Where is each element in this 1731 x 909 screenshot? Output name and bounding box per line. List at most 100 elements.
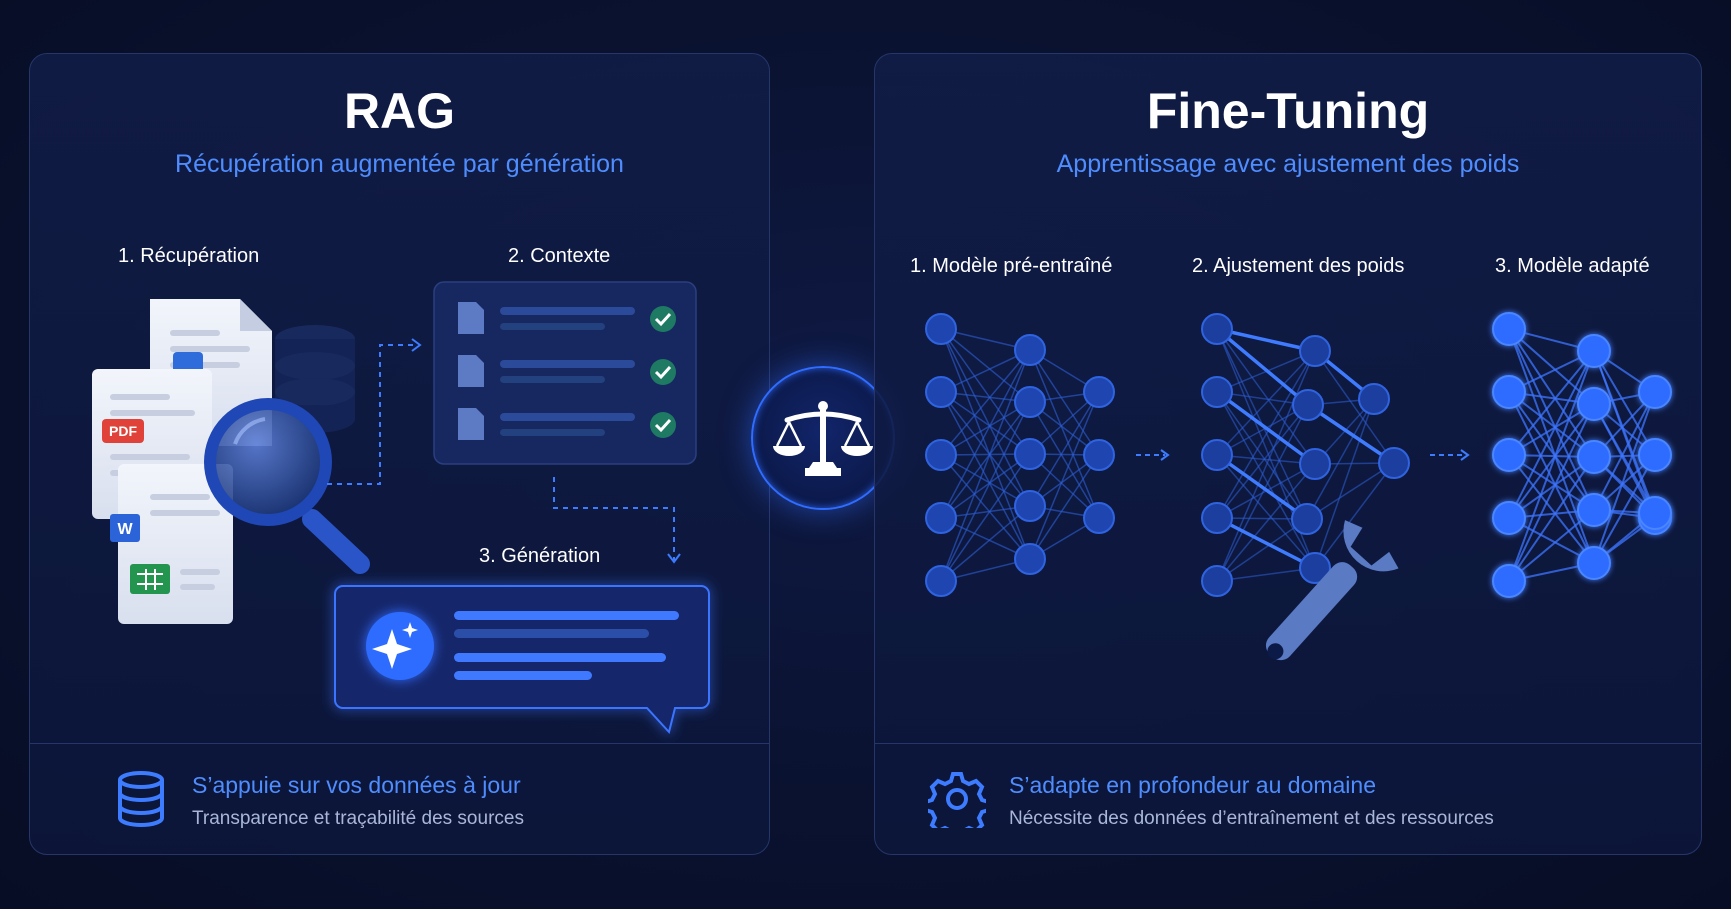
network-edge <box>1216 567 1316 582</box>
ft-diagram <box>925 312 1672 661</box>
rag-footer-title: S’appuie sur vos données à jour <box>192 772 521 798</box>
rag-title: RAG <box>343 83 456 139</box>
network-edge <box>1029 349 1100 456</box>
network-edge-strong <box>1216 327 1316 353</box>
network-edge <box>1216 391 1308 520</box>
rag-subtitle: Récupération augmentée par génération <box>175 150 624 178</box>
network-node <box>1577 334 1611 368</box>
network-node <box>1014 490 1046 522</box>
network-node <box>1201 502 1233 534</box>
network-edge-strong <box>1215 453 1309 521</box>
network-edge <box>940 328 1031 560</box>
network-edge <box>940 453 1031 519</box>
network-edge <box>1508 403 1595 519</box>
sparkle-icon <box>372 629 412 669</box>
network-edge-strong <box>1215 390 1317 466</box>
network-edge <box>940 401 1031 456</box>
context-row <box>458 408 676 440</box>
network-edge <box>1306 398 1375 520</box>
rag-step-generation-label: 3. Génération <box>479 545 601 567</box>
context-card <box>433 281 697 465</box>
network-edge <box>1216 350 1316 519</box>
network-node <box>1083 502 1115 534</box>
rag-panel: RAG Récupération augmentée par génératio… <box>29 53 770 855</box>
network-node <box>925 376 957 408</box>
network-edge <box>1593 391 1656 564</box>
network-node <box>1492 375 1526 409</box>
network-edge <box>1216 404 1309 582</box>
network-edge <box>940 349 1031 456</box>
network-edge <box>1593 350 1656 514</box>
wrench-icon <box>1265 520 1399 661</box>
rag-step-context-label: 2. Contexte <box>508 245 611 267</box>
network-edge <box>1508 391 1595 564</box>
network-edge <box>1216 350 1316 456</box>
adjusting-network <box>1201 313 1410 597</box>
network-edge <box>1508 328 1595 511</box>
network-edge-strong <box>1216 516 1316 570</box>
network-edge <box>940 401 1031 519</box>
pdf-badge: PDF <box>109 423 137 439</box>
arrow-pretrained-to-adjust <box>1136 449 1170 461</box>
network-edge <box>1314 350 1395 464</box>
ft-step-pretrained-label: 1. Modèle pré-entraîné <box>910 255 1113 277</box>
network-node <box>1299 448 1331 480</box>
network-edge <box>1216 518 1308 582</box>
network-edge <box>1029 391 1100 507</box>
ft-footer-subtitle: Nécessite des données d’entraînement et … <box>1009 808 1494 829</box>
network-node <box>1292 389 1324 421</box>
network-edge <box>1216 454 1316 465</box>
network-edge <box>1593 454 1656 564</box>
network-edge <box>1508 454 1595 564</box>
network-node <box>1358 383 1390 415</box>
network-edge <box>1029 401 1100 519</box>
network-node <box>1378 447 1410 479</box>
network-edge <box>940 391 1031 560</box>
network-node <box>1083 376 1115 408</box>
network-node <box>1014 386 1046 418</box>
network-edge <box>940 454 1031 560</box>
network-node <box>1291 503 1323 535</box>
rag-footer: S’appuie sur vos données à jour Transpar… <box>30 743 769 854</box>
adapted-network <box>1492 312 1672 598</box>
network-edge <box>940 517 1031 560</box>
network-edge <box>1508 456 1595 519</box>
network-node <box>1014 543 1046 575</box>
network-edge <box>1593 350 1656 456</box>
magnifier-icon <box>204 398 370 574</box>
network-edge <box>1216 391 1316 569</box>
network-node <box>1492 438 1526 472</box>
network-edge <box>940 454 1031 507</box>
context-row <box>458 302 676 334</box>
check-icon <box>654 312 672 327</box>
network-edge-strong <box>1215 327 1310 407</box>
network-edge <box>940 349 1031 393</box>
ft-footer: S’adapte en profondeur au domaine Nécess… <box>875 743 1701 854</box>
network-node <box>925 502 957 534</box>
network-node <box>1014 334 1046 366</box>
network-edge <box>1508 509 1595 582</box>
arrow-adjust-to-adapted <box>1430 449 1470 461</box>
network-edge <box>1508 350 1595 582</box>
network-edge <box>1508 328 1595 564</box>
network-edge <box>940 401 1031 582</box>
ft-step-adjust-label: 2. Ajustement des poids <box>1192 255 1405 277</box>
balance-scale-icon <box>773 401 873 476</box>
comparison-badge <box>751 366 895 510</box>
network-edge <box>1216 463 1316 582</box>
network-edge <box>940 505 1031 582</box>
ft-title: Fine-Tuning <box>1146 83 1430 139</box>
pretrained-network <box>925 313 1115 597</box>
network-node <box>1492 501 1526 535</box>
network-edge-strong <box>1307 403 1395 465</box>
network-edge <box>940 391 1031 507</box>
rag-footer-subtitle: Transparence et traçabilité des sources <box>192 808 524 829</box>
network-edge <box>1508 403 1595 582</box>
network-edge <box>940 453 1031 582</box>
check-icon <box>654 365 672 380</box>
ft-step-adapted-label: 3. Modèle adapté <box>1495 255 1650 277</box>
network-edge <box>1029 454 1100 560</box>
rag-step-retrieval-label: 1. Récupération <box>118 245 260 267</box>
network-node <box>925 565 957 597</box>
ft-subtitle: Apprentissage avec ajustement des poids <box>1056 150 1520 178</box>
